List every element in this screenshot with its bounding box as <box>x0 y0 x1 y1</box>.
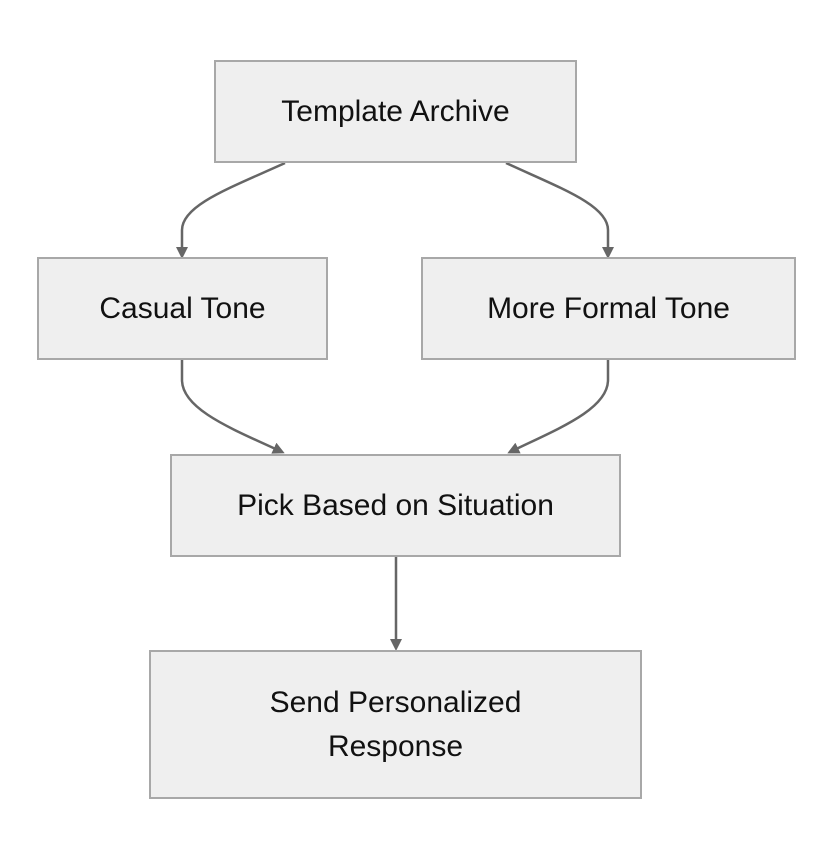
node-more-formal-tone-label: More Formal Tone <box>487 291 730 325</box>
edge-formal-to-pick <box>507 360 610 454</box>
node-pick-based-on-situation: Pick Based on Situation <box>170 454 621 557</box>
node-more-formal-tone: More Formal Tone <box>421 257 796 360</box>
node-template-archive: Template Archive <box>214 60 577 163</box>
node-casual-tone: Casual Tone <box>37 257 328 360</box>
node-send-personalized-response-label: Send Personalized Response <box>269 685 522 763</box>
edge-template-to-casual <box>176 161 286 259</box>
node-send-personalized-response: Send Personalized Response <box>149 650 642 799</box>
node-casual-tone-label: Casual Tone <box>99 291 266 325</box>
node-pick-based-on-situation-label: Pick Based on Situation <box>237 488 554 522</box>
edge-template-to-formal <box>505 161 614 259</box>
node-template-archive-label: Template Archive <box>281 94 510 128</box>
edge-casual-to-pick <box>180 360 285 454</box>
